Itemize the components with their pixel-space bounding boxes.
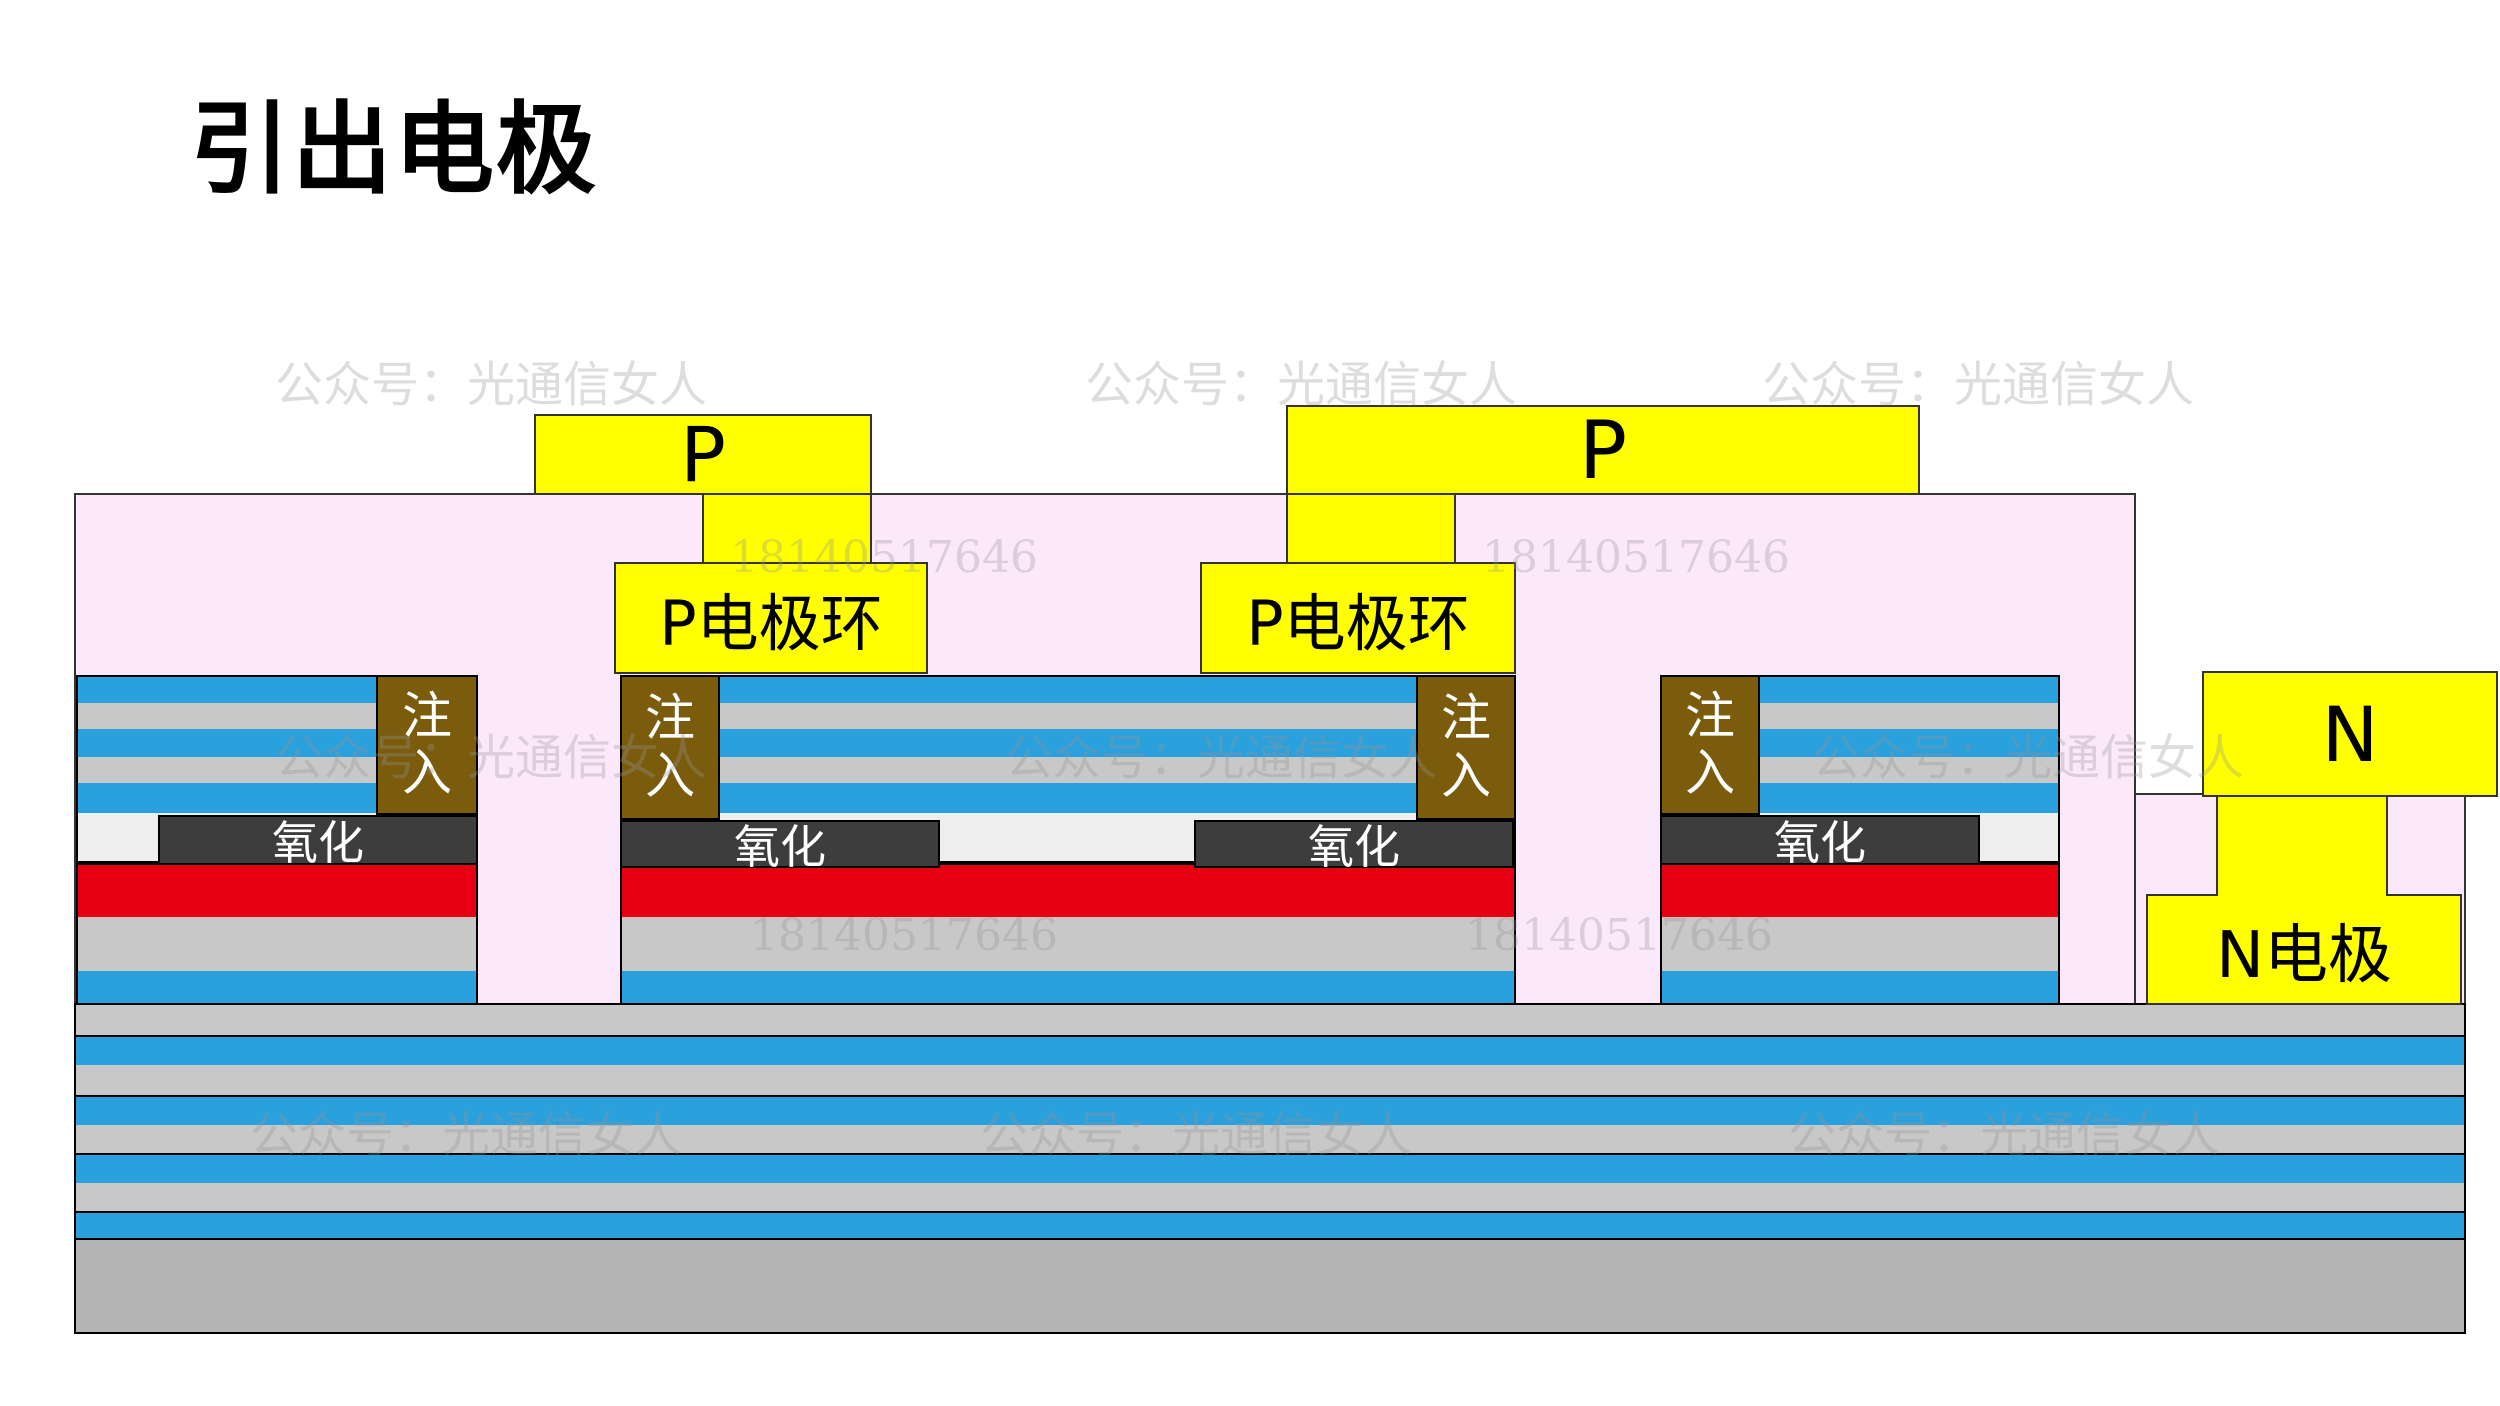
watermark-text: 公众号：光通信女人 <box>275 357 708 413</box>
implant-region: 注 入 <box>1416 675 1516 820</box>
oxide-aperture: 氧化 <box>1194 820 1514 874</box>
mesa-center <box>620 675 1516 1005</box>
oxide-aperture: 氧化 <box>620 820 940 874</box>
implant-region: 注 入 <box>376 675 478 815</box>
p-electrode-ring: P电极环 <box>1200 562 1516 674</box>
p-pad: P <box>534 410 872 499</box>
oxide-aperture: 氧化 <box>1660 815 1980 870</box>
bottom-dbr-stack <box>74 1003 2466 1240</box>
implant-region: 注 入 <box>1660 675 1760 815</box>
implant-region: 注 入 <box>620 675 720 820</box>
p-pad: P <box>1286 404 1920 497</box>
n-electrode: N电极 <box>2146 894 2462 1005</box>
substrate <box>74 1238 2466 1334</box>
p-electrode-ring: P电极环 <box>614 562 928 674</box>
n-via <box>2216 795 2388 896</box>
oxide-aperture: 氧化 <box>158 815 478 870</box>
n-pad: N <box>2202 671 2498 797</box>
p-via <box>1286 493 1456 564</box>
p-via <box>702 493 872 564</box>
active-region <box>1660 863 2060 919</box>
page-title: 引出电极 <box>190 91 598 208</box>
